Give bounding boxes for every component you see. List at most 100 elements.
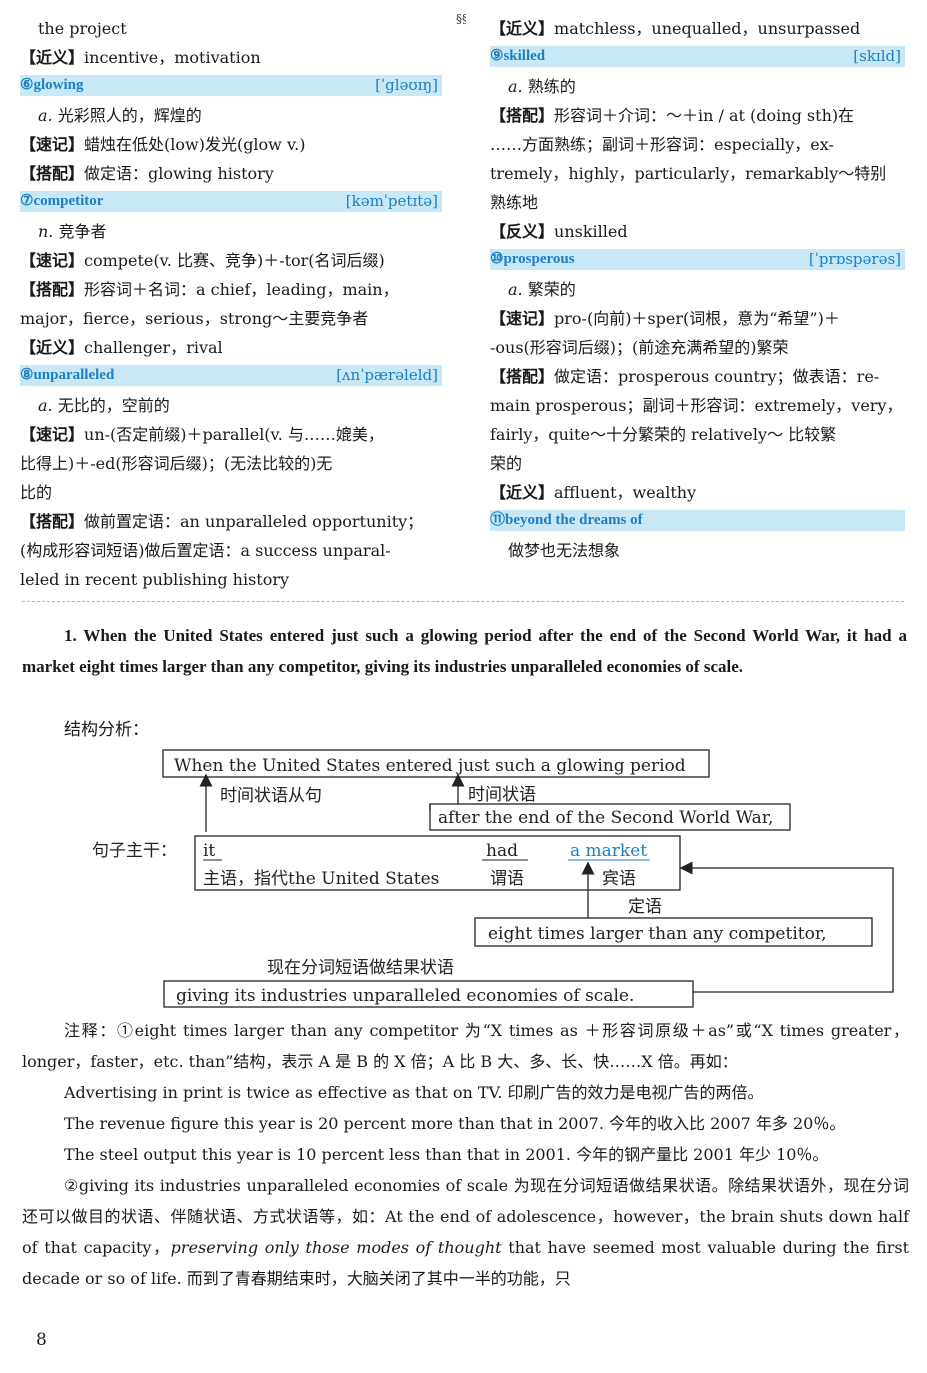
headword-unparalleled: ⑧unparalleled [ʌnˈpærəleld] [20, 365, 442, 386]
text-line: (构成形容词短语)做后置定语：a success unparal- [20, 541, 391, 560]
text-line: pro-(向前)＋sper(词根，意为“希望”)＋ [554, 309, 840, 328]
column-divider: §§§§§§§§§§§§§§§§§§§§§§§§§§§§§§§§§§§§§§§§… [456, 14, 466, 26]
note-italic-phrase: preserving only those modes of thought [170, 1238, 502, 1257]
text-line: matchless，unequalled，unsurpassed [554, 19, 861, 38]
text-line: 形容词＋名词：a chief，leading，main， [84, 280, 399, 299]
time-adverbial-label: 时间状语 [468, 785, 536, 805]
subject-label: 主语，指代the United States [203, 869, 439, 889]
headword: ⑥glowing [20, 77, 84, 93]
phonetic: [ˈprɒspərəs] [808, 250, 901, 268]
label-collocation: 【搭配】 [20, 512, 85, 531]
right-column: 【近义】matchless，unequalled，unsurpassed ⑨sk… [490, 14, 905, 565]
text-line: 熟练地 [490, 193, 539, 212]
main-clause-label: 句子主干： [92, 841, 177, 861]
note-text: that have seemed most valuable during th… [22, 1238, 910, 1288]
predicate-label: 谓语 [490, 869, 524, 889]
headword: ⑩prosperous [490, 251, 575, 267]
note-text: ②giving its industries unparalleled econ… [22, 1176, 909, 1257]
label-antonym: 【反义】 [490, 222, 555, 241]
phonetic: [ʌnˈpærəleld] [336, 366, 438, 384]
text-line: 做定语：glowing history [84, 164, 274, 183]
left-column: the project 【近义】incentive，motivation ⑥gl… [20, 14, 442, 594]
text-line: challenger，rival [84, 338, 223, 357]
text-line: 比的 [20, 483, 53, 502]
text-line: the project [38, 19, 127, 38]
page-number: 8 [36, 1330, 47, 1350]
definition: 竞争者 [58, 222, 107, 241]
headword: ⑦competitor [20, 193, 104, 209]
part-of-speech: a. [508, 77, 523, 96]
result-box [163, 980, 694, 1008]
analysis-label: 结构分析： [64, 720, 149, 740]
label-mnemonic: 【速记】 [490, 309, 555, 328]
note-example: The revenue figure this year is 20 perce… [64, 1114, 846, 1133]
text-line: 做定语：prosperous country；做表语：re- [554, 367, 880, 386]
definition: 繁荣的 [527, 280, 576, 299]
definition: 熟练的 [527, 77, 576, 96]
label-synonym: 【近义】 [490, 19, 555, 38]
label-synonym: 【近义】 [20, 338, 85, 357]
headword-competitor: ⑦competitor [kəmˈpetɪtə] [20, 191, 442, 212]
note-paragraph: ②giving its industries unparalleled econ… [22, 1170, 909, 1294]
headword: ⑨skilled [490, 48, 546, 64]
note-example: Advertising in print is twice as effecti… [64, 1083, 764, 1102]
label-collocation: 【搭配】 [490, 106, 555, 125]
text-line: 蜡烛在低处(low)发光(glow v.) [84, 135, 306, 154]
headword-prosperous: ⑩prosperous [ˈprɒspərəs] [490, 249, 905, 270]
text-line: un-(否定前缀)＋parallel(v. 与……媲美， [84, 425, 384, 444]
result-adverbial-label: 现在分词短语做结果状语 [267, 958, 454, 978]
text-line: ……方面熟练；副词＋形容词：especially，ex- [490, 135, 834, 154]
label-collocation: 【搭配】 [490, 367, 555, 386]
text-line: tremely，highly，particularly，remarkably～特… [490, 164, 887, 183]
label-collocation: 【搭配】 [20, 164, 85, 183]
text-line: 荣的 [490, 454, 523, 473]
structure-diagram: When the United States entered just such… [92, 749, 894, 1008]
notes-section: 注释：①eight times larger than any competit… [22, 1015, 909, 1294]
label-mnemonic: 【速记】 [20, 135, 85, 154]
label-synonym: 【近义】 [490, 483, 555, 502]
text-line: unskilled [554, 222, 628, 241]
text-line: affluent，wealthy [554, 483, 697, 502]
part-of-speech: a. [38, 106, 53, 125]
text-line: 做前置定语：an unparalleled opportunity； [84, 512, 424, 531]
text-line: 形容词＋介词：～＋in / at (doing sth)在 [554, 106, 855, 125]
label-mnemonic: 【速记】 [20, 251, 85, 270]
text-line: main prosperous；副词＋形容词：extremely，very， [490, 396, 903, 415]
predicate-word: had [486, 841, 518, 861]
section-divider [22, 601, 904, 602]
text-line: major，fierce，serious，strong～主要竞争者 [20, 309, 369, 328]
part-of-speech: n. [38, 222, 54, 241]
attributive-label: 定语 [628, 897, 662, 917]
text-line: leled in recent publishing history [20, 570, 290, 589]
headword-glowing: ⑥glowing [ˈgləʊɪŋ] [20, 75, 442, 96]
phonetic: [skɪld] [853, 47, 901, 65]
part-of-speech: a. [508, 280, 523, 299]
label-synonym: 【近义】 [20, 48, 85, 67]
text-line: -ous(形容词后缀)；(前途充满希望的)繁荣 [490, 338, 789, 357]
label-collocation: 【搭配】 [20, 280, 85, 299]
text-line: fairly，quite～十分繁荣的 relatively～ 比较繁 [490, 425, 837, 444]
definition: 无比的，空前的 [57, 396, 170, 415]
attributive-text: eight times larger than any competitor, [488, 924, 827, 944]
example-sentence: 1. When the United States entered just s… [22, 626, 907, 676]
definition: 光彩照人的，辉煌的 [57, 106, 202, 125]
phrase-box [429, 803, 791, 831]
text-line: 比得上)＋-ed(形容词后缀)；(无法比较的)无 [20, 454, 333, 473]
headword: ⑧unparalleled [20, 367, 115, 383]
headword-skilled: ⑨skilled [skɪld] [490, 46, 905, 67]
object-label: 宾语 [602, 869, 636, 889]
headword-beyond-the-dreams-of: ⑪beyond the dreams of [490, 510, 905, 531]
clause-box [162, 749, 710, 778]
phrase-text: after the end of the Second World War, [438, 808, 773, 828]
note-example: The steel output this year is 10 percent… [64, 1145, 829, 1164]
part-of-speech: a. [38, 396, 53, 415]
object-word: a market [570, 841, 647, 861]
headword: ⑪beyond the dreams of [490, 512, 643, 528]
attributive-box [474, 917, 873, 947]
text-line: incentive，motivation [84, 48, 261, 67]
clause-text: When the United States entered just such… [174, 756, 686, 776]
definition: 做梦也无法想象 [508, 541, 621, 560]
phonetic: [kəmˈpetɪtə] [345, 192, 438, 210]
result-text: giving its industries unparalleled econo… [176, 986, 634, 1006]
phonetic: [ˈgləʊɪŋ] [375, 76, 438, 94]
